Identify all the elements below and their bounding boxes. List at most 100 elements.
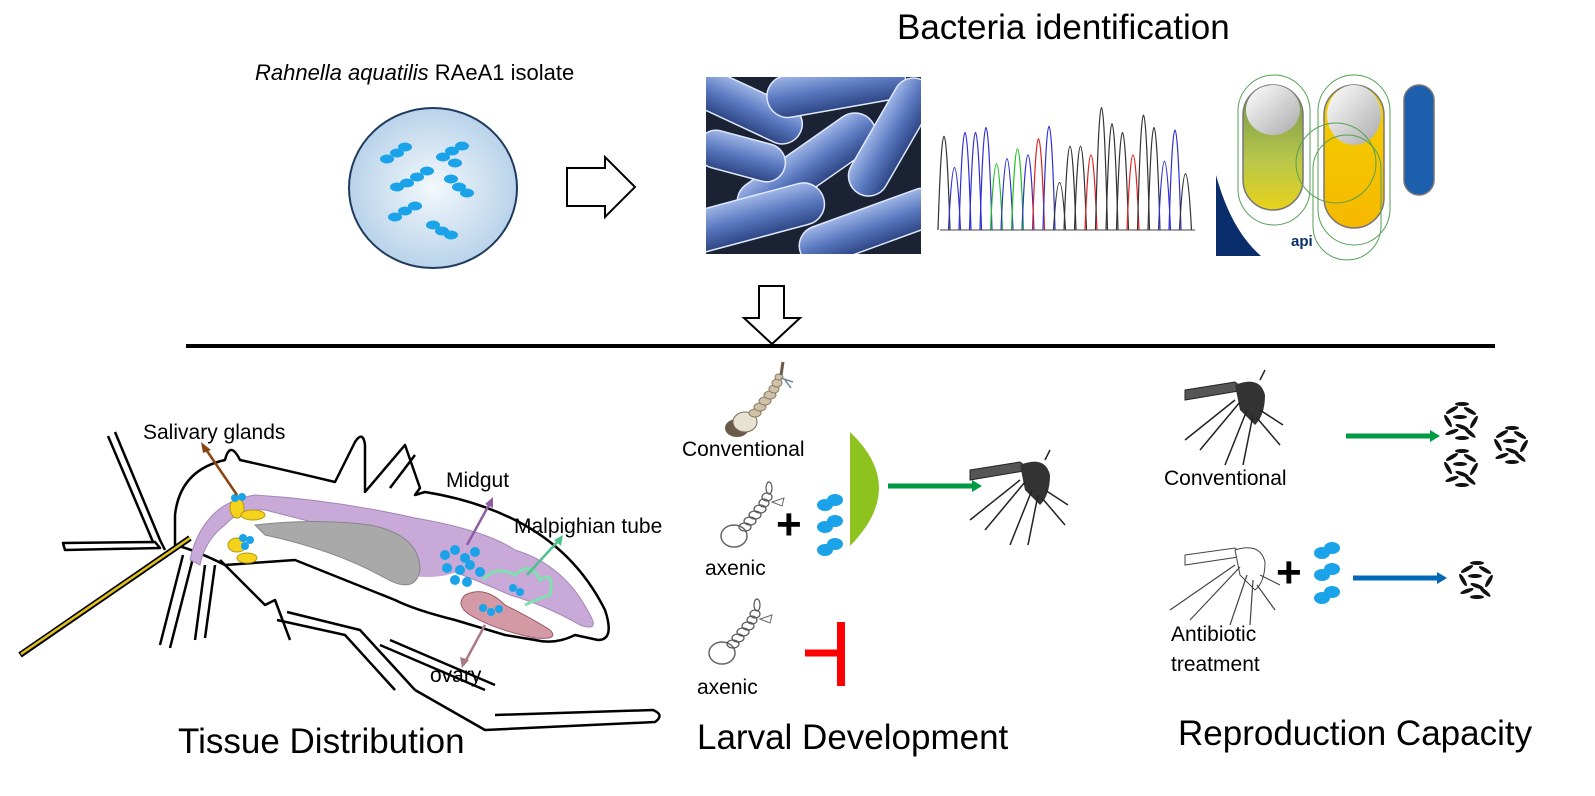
chromatogram-peak xyxy=(947,166,962,231)
egg-cluster-icon xyxy=(1444,449,1478,487)
chromatogram-peak xyxy=(1042,126,1056,231)
tissue-distribution-title: Tissue Distribution xyxy=(178,722,465,761)
larval-row-label-conventional: Conventional xyxy=(682,438,805,461)
label-malpighian-tube: Malpighian tube xyxy=(514,515,663,538)
larval-row-label-axenic-1: axenic xyxy=(705,557,766,580)
chromatogram-peak xyxy=(1021,154,1035,231)
chromatogram-peak xyxy=(1178,173,1193,231)
chromatogram-peak xyxy=(1084,154,1098,231)
egg xyxy=(1444,461,1452,475)
malpighian-tubule-icon xyxy=(481,567,553,607)
egg xyxy=(1463,407,1477,415)
egg xyxy=(1464,428,1476,438)
bacteria-colony-icon xyxy=(380,141,474,240)
egg xyxy=(1495,430,1509,438)
label-ovary: ovary xyxy=(430,664,482,687)
egg xyxy=(1455,449,1469,453)
egg xyxy=(1464,475,1476,485)
chromatogram-peak xyxy=(1000,158,1014,231)
chromatogram-peak xyxy=(1147,127,1161,231)
arrow-blue-icon xyxy=(1353,572,1447,584)
bacteria-micrograph-icon xyxy=(706,77,921,254)
chromatogram-peak xyxy=(1105,123,1119,231)
egg-cluster-icon xyxy=(1444,402,1478,440)
reproduction-capacity-title: Reproduction Capacity xyxy=(1178,714,1533,753)
egg xyxy=(1470,415,1478,429)
larva-conventional-icon xyxy=(725,361,794,437)
chromatogram-peak xyxy=(1031,138,1046,231)
egg xyxy=(1478,566,1492,574)
chromatogram-peak xyxy=(1157,160,1172,231)
label-midgut: Midgut xyxy=(446,469,510,492)
adult-mosquito-icon xyxy=(1184,369,1284,466)
repro-row-label-conventional: Conventional xyxy=(1164,467,1287,490)
chromatogram-peak xyxy=(1126,154,1140,231)
chromatogram-peak xyxy=(958,132,972,231)
egg xyxy=(1445,428,1459,436)
ovary-icon xyxy=(460,591,554,639)
larval-row-label-axenic-2: axenic xyxy=(697,676,758,699)
egg xyxy=(1445,406,1459,414)
inhibition-icon xyxy=(805,622,845,686)
and-gate-icon xyxy=(850,432,879,546)
egg xyxy=(1520,439,1528,453)
arrow-down-icon xyxy=(741,285,803,346)
arrow-green-icon xyxy=(1346,430,1440,442)
chromatogram-peak xyxy=(1063,145,1077,231)
egg xyxy=(1485,574,1493,588)
chromatogram-peak xyxy=(968,132,983,231)
egg xyxy=(1470,462,1478,476)
chromatogram-peak xyxy=(979,127,993,231)
chromatogram-icon xyxy=(937,107,1195,231)
egg xyxy=(1470,595,1484,599)
isolate-strain: RAeA1 isolate xyxy=(428,60,575,85)
egg xyxy=(1453,415,1467,419)
section-divider xyxy=(186,344,1495,348)
egg xyxy=(1479,587,1491,597)
egg xyxy=(1455,436,1469,440)
api-logo-text: api xyxy=(1291,233,1313,250)
label-salivary-glands: Salivary glands xyxy=(143,421,286,444)
egg xyxy=(1445,475,1459,483)
egg xyxy=(1513,431,1527,439)
egg xyxy=(1514,452,1526,462)
mosquito-anatomy-diagram xyxy=(18,431,661,732)
egg xyxy=(1494,438,1502,452)
larva-axenic-icon xyxy=(708,598,773,665)
repro-row-label-antibiotic-1: Antibiotic xyxy=(1171,623,1257,646)
larval-development-title: Larval Development xyxy=(697,718,1009,757)
egg xyxy=(1459,573,1467,587)
chromatogram-peak xyxy=(1094,107,1109,231)
egg xyxy=(1470,561,1484,565)
egg-cluster-icon xyxy=(1494,426,1528,464)
egg xyxy=(1505,460,1519,464)
egg-cluster-icon xyxy=(1459,561,1493,599)
egg xyxy=(1455,402,1469,406)
chromatogram-peak xyxy=(1115,132,1130,231)
crop-icon xyxy=(253,521,421,586)
adult-mosquito-icon xyxy=(969,449,1069,546)
repro-row-label-antibiotic-2: treatment xyxy=(1171,653,1260,676)
egg xyxy=(1460,587,1474,595)
bacteria-dots xyxy=(231,493,524,616)
leg-outline xyxy=(61,540,162,552)
egg xyxy=(1503,439,1517,443)
chromatogram-peak xyxy=(1073,145,1088,231)
bacteria-trio-icon xyxy=(1314,542,1340,604)
larva-axenic-icon xyxy=(720,481,785,548)
salivary-gland-icon xyxy=(227,497,266,564)
chromatogram-peak xyxy=(989,163,1004,231)
isolate-species: Rahnella aquatilis xyxy=(255,60,429,85)
bacteria-trio-icon xyxy=(817,494,843,556)
chromatogram-peak xyxy=(1168,129,1182,231)
petri-dish-icon xyxy=(348,107,518,269)
antibiotic-mosquito-icon xyxy=(1169,547,1281,626)
plus-icon: + xyxy=(1276,548,1302,597)
egg xyxy=(1444,414,1452,428)
isolate-title: Rahnella aquatilis RAeA1 isolate xyxy=(255,60,574,86)
egg xyxy=(1453,462,1467,466)
egg xyxy=(1460,565,1474,573)
chromatogram-peak xyxy=(1010,148,1025,231)
egg xyxy=(1445,453,1459,461)
chromatogram-peak xyxy=(937,135,951,231)
